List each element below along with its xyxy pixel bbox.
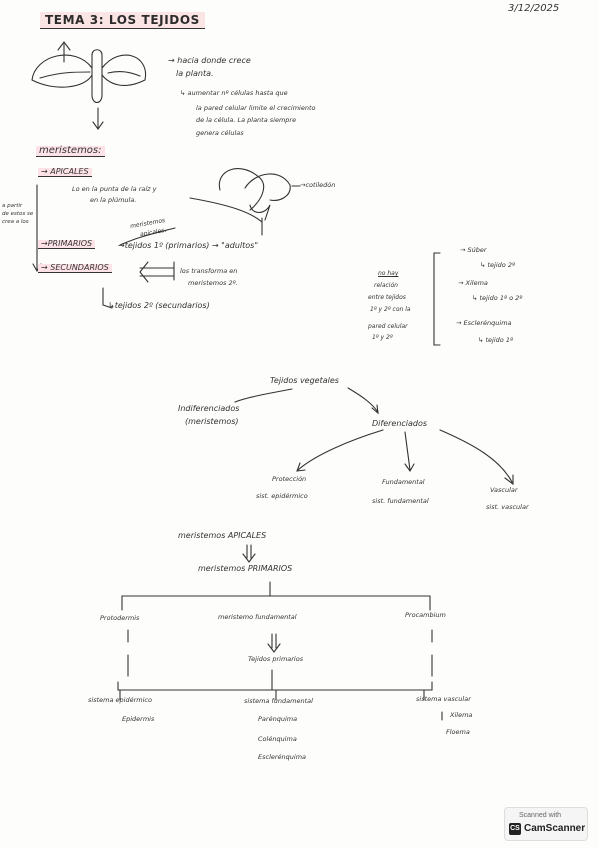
tree1-fundamental: Fundamental xyxy=(382,478,425,486)
tree2-epi-item: Epidermis xyxy=(122,715,155,723)
note-line: de la célula. La planta siempre xyxy=(196,116,297,124)
secundarios-result: ↳tejidos 2º (secundarios) xyxy=(108,301,210,310)
tree1-indif: Indiferenciados xyxy=(178,404,240,413)
tree1-vascular: Vascular xyxy=(490,486,518,494)
tree2-tejidos: Tejidos primarios xyxy=(248,655,304,663)
apicales-label: → APICALES xyxy=(38,168,92,177)
note-line: genera células xyxy=(196,129,244,137)
esclerenquima-label: → Esclerénquima xyxy=(456,319,512,327)
apicales-desc: en la plúmula. xyxy=(90,196,137,204)
note-line: la planta. xyxy=(176,69,214,78)
relation-note: relación xyxy=(374,282,398,289)
tree2-vasc-sys: sistema vascular xyxy=(416,695,471,703)
tree1-proteccion: Protección xyxy=(272,475,307,483)
esclerenquima-sub: ↳ tejido 1º xyxy=(478,336,514,344)
note-line: ↳ aumentar nº células hasta que xyxy=(180,89,288,97)
primarios-desc: →tejidos 1º (primarios) → "adultos" xyxy=(118,241,259,250)
relation-note: entre tejidos xyxy=(368,294,406,301)
cotiledon-label: →cotiledón xyxy=(300,181,336,189)
relation-note: 1º y 2º xyxy=(372,334,393,341)
secundarios-desc: meristemos 2º. xyxy=(188,279,238,287)
scanned-with-text: Scanned with xyxy=(519,812,562,819)
tree2-epi-sys: sistema epidérmico xyxy=(88,696,152,704)
note-line: la pared celular limite el crecimiento xyxy=(196,104,316,112)
camscanner-badge: Scanned with CS CamScanner xyxy=(504,807,588,841)
tree1-fundamental-sub: sist. fundamental xyxy=(372,497,429,505)
tree1-root: Tejidos vegetales xyxy=(270,376,339,385)
tree1-vascular-sub: sist. vascular xyxy=(486,503,529,511)
tree1-dif: Diferenciados xyxy=(372,419,428,428)
meristemos-heading: meristemos: xyxy=(36,146,105,157)
tree2-apicales: meristemos APICALES xyxy=(178,531,267,540)
secundarios-desc: los transforma en xyxy=(180,267,238,275)
tree2-primarios: meristemos PRIMARIOS xyxy=(198,564,293,573)
tree2-protodermis: Protodermis xyxy=(100,614,140,622)
tree2-procambium: Procambium xyxy=(405,611,446,619)
tree2-vasc-item: Xilema xyxy=(450,711,473,719)
suber-label: → Súber xyxy=(460,246,487,254)
tree2-fund-item: Parénquima xyxy=(258,715,298,723)
primarios-label: →PRIMARIOS xyxy=(38,240,96,249)
xilema-sub: ↳ tejido 1º o 2º xyxy=(472,294,523,302)
side-note: de estos se xyxy=(2,211,34,217)
tree2-fundamental: meristemo fundamental xyxy=(218,613,297,621)
tree2-fund-item: Esclerénquima xyxy=(258,753,307,761)
tree1-indif-sub: (meristemos) xyxy=(185,417,239,426)
tree2-fund-item: Colénquima xyxy=(258,735,297,743)
tree2-fund-sys: sistema fundamental xyxy=(244,697,313,705)
note-line: → hacia donde crece xyxy=(168,56,251,65)
xilema-label: → Xilema xyxy=(458,279,488,287)
relation-note: no hay xyxy=(378,270,399,277)
relation-note: pared celular xyxy=(368,323,408,330)
side-note: crea a los xyxy=(2,219,29,225)
apicales-desc: Lo en la punta de la raíz y xyxy=(72,185,157,193)
camscanner-logo-icon: CS xyxy=(509,823,521,835)
suber-sub: ↳ tejido 2º xyxy=(480,261,516,269)
camscanner-brand: CamScanner xyxy=(524,823,586,834)
secundarios-label: → SECUNDARIOS xyxy=(38,264,112,273)
tree2-vasc-item: Floema xyxy=(446,728,470,736)
page-title: TEMA 3: LOS TEJIDOS xyxy=(40,12,205,29)
date: 3/12/2025 xyxy=(508,3,560,14)
relation-note: 1º y 2º con la xyxy=(370,306,411,313)
side-note: a partir xyxy=(2,203,23,209)
tree1-proteccion-sub: sist. epidérmico xyxy=(256,492,308,500)
